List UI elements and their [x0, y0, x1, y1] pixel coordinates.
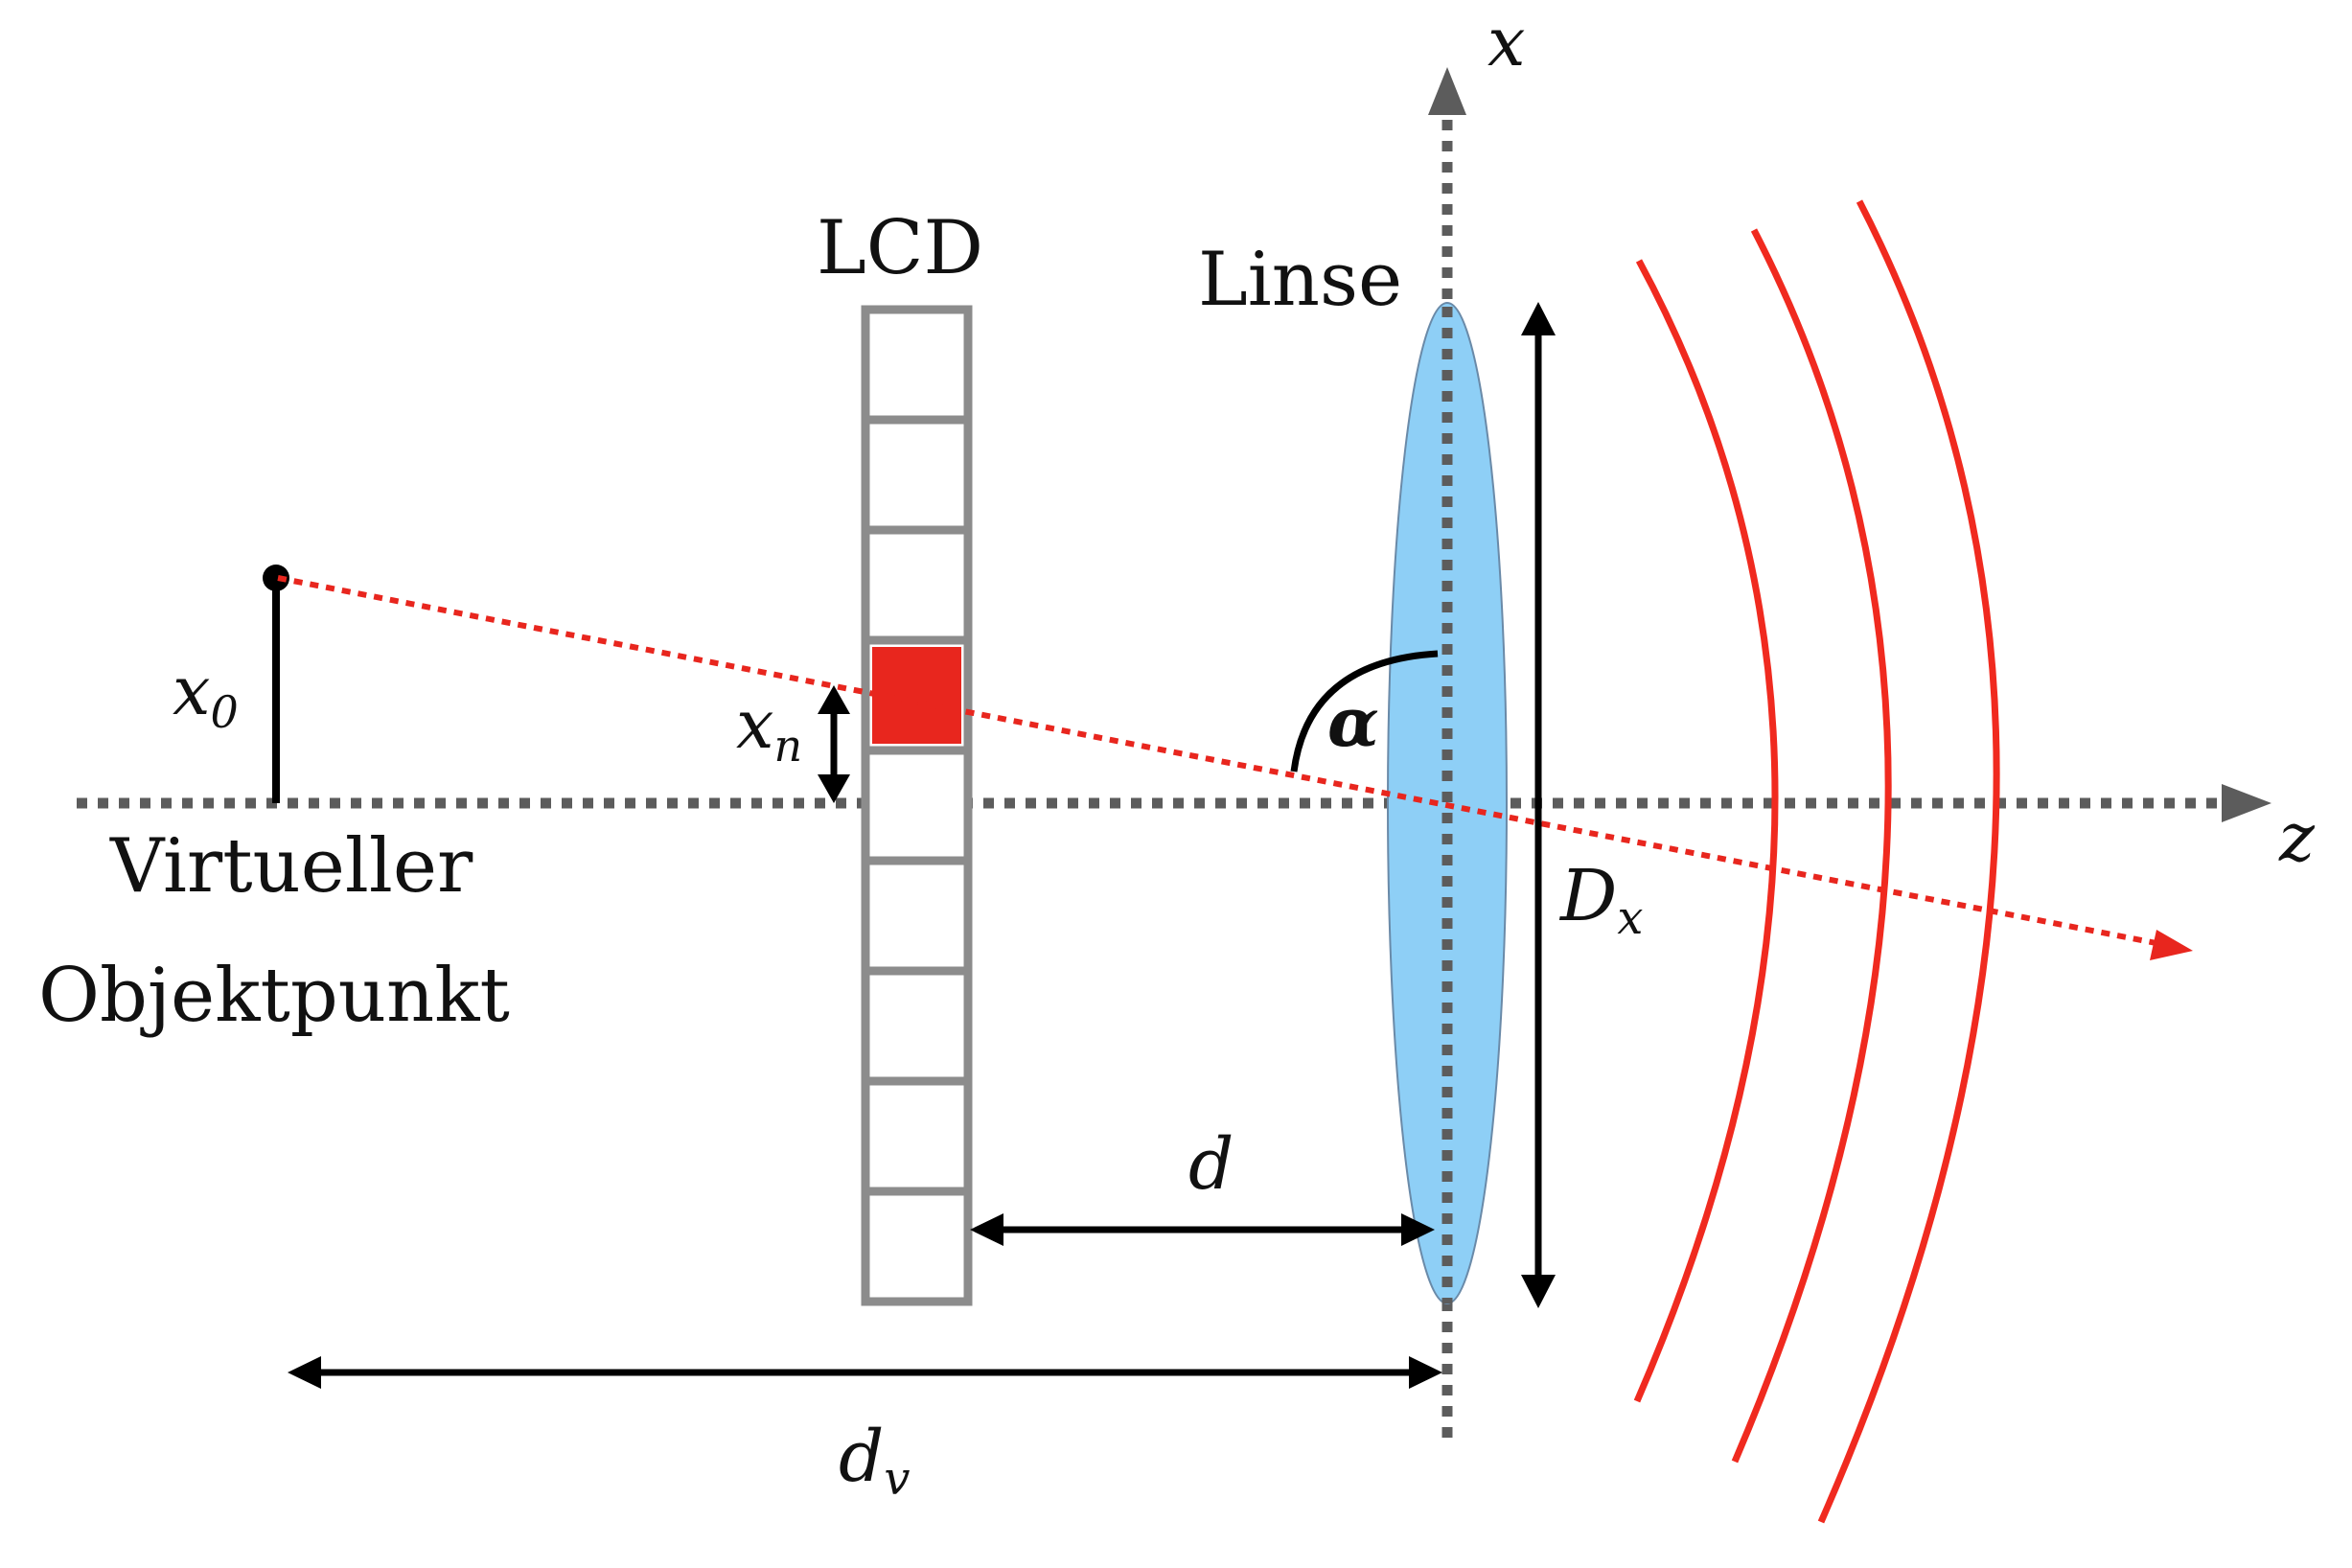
virtual-object-point: x0 Virtueller Objektpunkt: [38, 565, 510, 1039]
x0-base: x: [173, 652, 210, 730]
ray: [277, 575, 2193, 960]
dx-dimension: Dx: [1521, 302, 1643, 1308]
dx-base: D: [1558, 855, 1617, 937]
x-axis-label: x: [1487, 3, 1525, 81]
lcd-pixel: [861, 1187, 973, 1306]
ray-line: [277, 575, 2162, 947]
wavefronts: [1633, 199, 2000, 1524]
dv-arrowhead-left-icon: [288, 1356, 321, 1389]
lcd-pixel: [861, 415, 973, 535]
xn-base: x: [736, 685, 773, 764]
lcd-pixel-highlighted: [872, 647, 961, 744]
xn-arrowhead-top-icon: [818, 685, 850, 714]
wavefront-arc: [1633, 259, 1779, 1403]
lcd-label: LCD: [817, 205, 983, 291]
dx-arrowhead-top-icon: [1521, 302, 1556, 335]
d-arrowhead-left-icon: [970, 1213, 1003, 1246]
dv-label: dv: [839, 1416, 911, 1506]
lcd-pixel: [861, 1076, 973, 1196]
xn-label: xn: [736, 685, 802, 772]
object-point-dot-icon: [263, 565, 289, 591]
angle-alpha: α: [1290, 650, 1439, 772]
wavefront-arc: [1817, 199, 2000, 1524]
lens: Linse: [1198, 237, 1508, 1304]
lcd-pixel: [861, 525, 973, 645]
lcd-pixel: [861, 856, 973, 976]
x0-label: x0: [173, 652, 239, 738]
wavefront-arc: [1731, 228, 1892, 1464]
ray-arrowhead-icon: [2150, 930, 2193, 960]
dx-sub: x: [1617, 891, 1643, 945]
lcd-pixel: [861, 966, 973, 1086]
x-axis-arrowhead-icon: [1428, 67, 1466, 115]
z-axis-arrowhead-icon: [2222, 784, 2271, 822]
lens-label: Linse: [1198, 237, 1402, 323]
z-axis-label: z: [2278, 798, 2316, 877]
dv-base: d: [839, 1416, 884, 1498]
d-label: d: [1188, 1123, 1234, 1206]
alpha-arc: [1290, 650, 1439, 772]
x0-sub: 0: [210, 686, 238, 738]
dv-arrowhead-right-icon: [1409, 1356, 1442, 1389]
z-axis: z: [77, 784, 2316, 877]
dx-label: Dx: [1558, 855, 1643, 945]
object-label-line2: Objektpunkt: [38, 953, 510, 1039]
d-arrowhead-right-icon: [1401, 1213, 1435, 1246]
xn-arrowhead-bottom-icon: [818, 774, 850, 803]
d-dimension: d: [970, 1123, 1435, 1246]
lcd-pixel: [861, 305, 973, 425]
xn-sub: n: [773, 720, 802, 772]
alpha-label: α: [1327, 682, 1379, 762]
lcd-pixel: [861, 746, 973, 865]
lcd-panel: LCD: [817, 205, 983, 1306]
dx-arrowhead-bottom-icon: [1521, 1275, 1556, 1308]
dv-sub: v: [884, 1452, 910, 1506]
object-label-line1: Virtueller: [109, 823, 473, 910]
dv-dimension: dv: [288, 1356, 1442, 1506]
xn-dimension: xn: [736, 685, 850, 803]
